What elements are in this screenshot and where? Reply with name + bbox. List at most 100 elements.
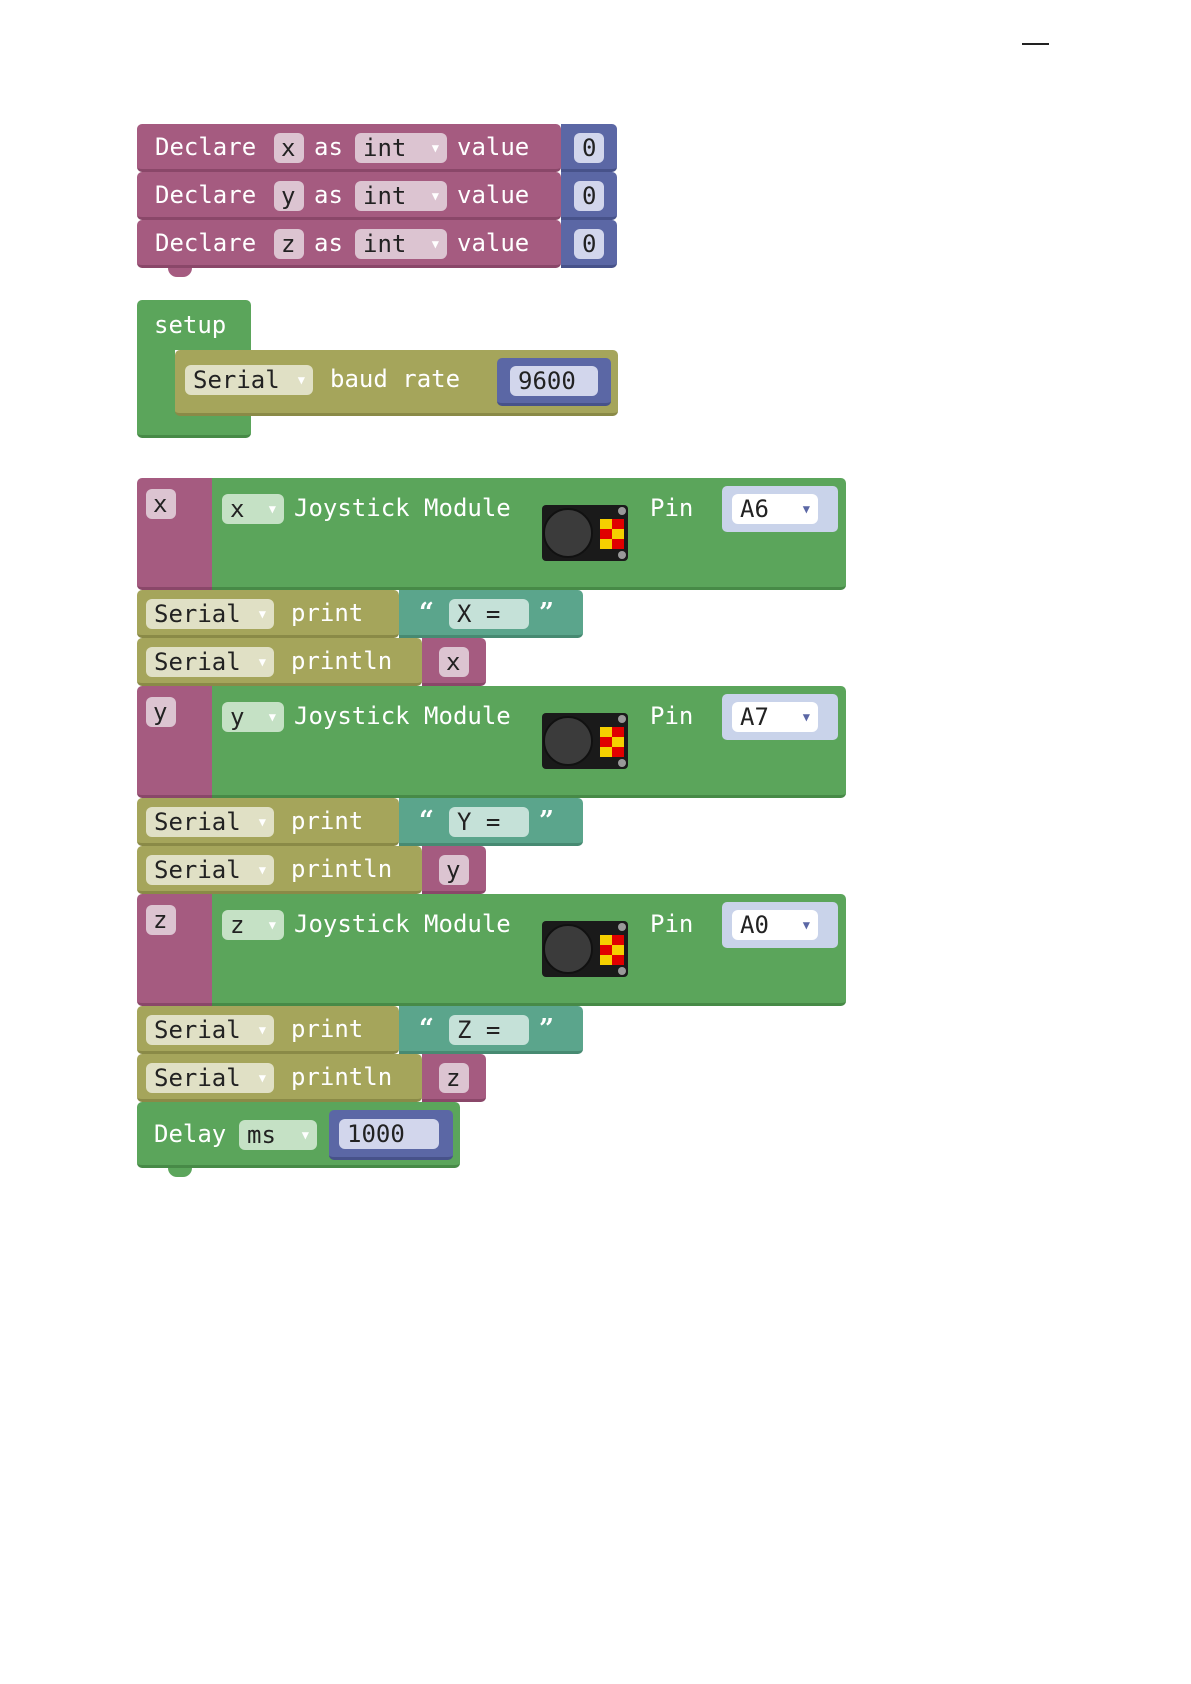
var-get-block-z[interactable]: z	[422, 1054, 486, 1102]
var-name-field[interactable]: z	[274, 229, 304, 259]
delay-block[interactable]: Delay ms ▼ 1000	[137, 1102, 460, 1168]
declare-block-x[interactable]: Declare x as int ▼ value	[137, 124, 561, 172]
number-field[interactable]: 0	[574, 133, 604, 163]
var-name-field[interactable]: y	[274, 181, 304, 211]
type-value: int	[363, 134, 407, 162]
text-string-block-z[interactable]: “ Z = ”	[399, 1006, 583, 1054]
block-notch	[168, 268, 192, 277]
number-field[interactable]: 0	[574, 181, 604, 211]
assign-var-field[interactable]: z	[146, 905, 176, 935]
declare-block-y[interactable]: Declare y as int ▼ value	[137, 172, 561, 220]
pin-dropdown[interactable]: A7 ▼	[732, 702, 818, 732]
joystick-module-icon	[542, 921, 628, 977]
value-number-block[interactable]: 0	[561, 172, 617, 220]
text-field[interactable]: Z =	[449, 1015, 529, 1045]
baud-number-field[interactable]: 9600	[510, 366, 598, 396]
pin-value: A7	[740, 703, 769, 731]
joystick-read-block-y[interactable]: y ▼ Joystick Module Pin A7 ▼	[212, 686, 846, 798]
assign-var-field[interactable]: x	[146, 489, 176, 519]
close-quote-icon: ”	[539, 806, 554, 836]
serial-print-block-y[interactable]: Serial ▼ print	[137, 798, 399, 846]
var-get-block-y[interactable]: y	[422, 846, 486, 894]
assign-var-block-z[interactable]: z	[137, 894, 212, 1006]
assign-var-field[interactable]: y	[146, 697, 176, 727]
pin-slot: A6 ▼	[722, 486, 838, 532]
axis-dropdown[interactable]: y ▼	[222, 702, 284, 732]
serial-port-value: Serial	[154, 648, 241, 676]
type-dropdown[interactable]: int ▼	[355, 181, 447, 211]
type-value: int	[363, 230, 407, 258]
dropdown-arrow-icon: ▼	[268, 918, 276, 932]
as-label: as	[314, 133, 343, 161]
serial-port-dropdown[interactable]: Serial ▼	[146, 1063, 274, 1093]
serial-println-block-z[interactable]: Serial ▼ println	[137, 1054, 422, 1102]
type-dropdown[interactable]: int ▼	[355, 133, 447, 163]
delay-number-block[interactable]: 1000	[329, 1110, 453, 1160]
serial-port-dropdown[interactable]: Serial ▼	[146, 807, 274, 837]
dropdown-arrow-icon: ▼	[431, 141, 439, 155]
delay-unit-dropdown[interactable]: ms ▼	[239, 1120, 317, 1150]
serial-port-dropdown[interactable]: Serial ▼	[146, 647, 274, 677]
serial-baud-block[interactable]: Serial ▼ baud rate 9600	[175, 350, 618, 416]
baud-rate-label: baud rate	[330, 365, 461, 393]
delay-number-field[interactable]: 1000	[339, 1119, 439, 1149]
dropdown-arrow-icon: ▼	[802, 918, 810, 932]
joystick-read-block-x[interactable]: x ▼ Joystick Module Pin A6 ▼	[212, 478, 846, 590]
delay-unit-value: ms	[247, 1121, 276, 1149]
close-quote-icon: ”	[539, 598, 554, 628]
axis-dropdown[interactable]: z ▼	[222, 910, 284, 940]
dropdown-arrow-icon: ▼	[258, 815, 266, 829]
pin-label: Pin	[650, 702, 694, 730]
joystick-module-label: Joystick Module	[294, 702, 511, 730]
serial-print-block-z[interactable]: Serial ▼ print	[137, 1006, 399, 1054]
var-get-block-x[interactable]: x	[422, 638, 486, 686]
setup-header[interactable]: setup	[137, 300, 251, 350]
var-get-field[interactable]: y	[439, 855, 469, 885]
baud-number-block[interactable]: 9600	[497, 358, 611, 406]
var-get-field[interactable]: x	[439, 647, 469, 677]
pin-label: Pin	[650, 910, 694, 938]
declare-keyword: Declare	[155, 133, 257, 161]
open-quote-icon: “	[419, 806, 434, 836]
assign-var-block-x[interactable]: x	[137, 478, 212, 590]
value-number-block[interactable]: 0	[561, 220, 617, 268]
declare-keyword: Declare	[155, 229, 257, 257]
axis-value: y	[230, 703, 245, 731]
dropdown-arrow-icon: ▼	[802, 502, 810, 516]
setup-label: setup	[154, 311, 227, 339]
type-dropdown[interactable]: int ▼	[355, 229, 447, 259]
declare-block-z[interactable]: Declare z as int ▼ value	[137, 220, 561, 268]
dropdown-arrow-icon: ▼	[258, 1071, 266, 1085]
type-value: int	[363, 182, 407, 210]
serial-port-dropdown[interactable]: Serial ▼	[185, 365, 313, 395]
serial-port-dropdown[interactable]: Serial ▼	[146, 1015, 274, 1045]
axis-dropdown[interactable]: x ▼	[222, 494, 284, 524]
text-field[interactable]: Y =	[449, 807, 529, 837]
page-corner-mark	[1022, 43, 1049, 45]
serial-port-dropdown[interactable]: Serial ▼	[146, 599, 274, 629]
pin-dropdown[interactable]: A0 ▼	[732, 910, 818, 940]
axis-value: z	[230, 911, 245, 939]
dropdown-arrow-icon: ▼	[431, 189, 439, 203]
joystick-module-label: Joystick Module	[294, 494, 511, 522]
text-field[interactable]: X =	[449, 599, 529, 629]
text-string-block-y[interactable]: “ Y = ”	[399, 798, 583, 846]
pin-dropdown[interactable]: A6 ▼	[732, 494, 818, 524]
dropdown-arrow-icon: ▼	[431, 237, 439, 251]
serial-println-block-y[interactable]: Serial ▼ println	[137, 846, 422, 894]
println-command: println	[291, 647, 393, 675]
serial-println-block-x[interactable]: Serial ▼ println	[137, 638, 422, 686]
serial-port-dropdown[interactable]: Serial ▼	[146, 855, 274, 885]
number-field[interactable]: 0	[574, 229, 604, 259]
text-string-block-x[interactable]: “ X = ”	[399, 590, 583, 638]
joystick-read-block-z[interactable]: z ▼ Joystick Module Pin A0 ▼	[212, 894, 846, 1006]
setup-body-left	[137, 348, 175, 410]
open-quote-icon: “	[419, 598, 434, 628]
dropdown-arrow-icon: ▼	[258, 655, 266, 669]
serial-print-block-x[interactable]: Serial ▼ print	[137, 590, 399, 638]
value-number-block[interactable]: 0	[561, 124, 617, 172]
var-name-field[interactable]: x	[274, 133, 304, 163]
assign-var-block-y[interactable]: y	[137, 686, 212, 798]
print-command: print	[291, 599, 364, 627]
var-get-field[interactable]: z	[439, 1063, 469, 1093]
